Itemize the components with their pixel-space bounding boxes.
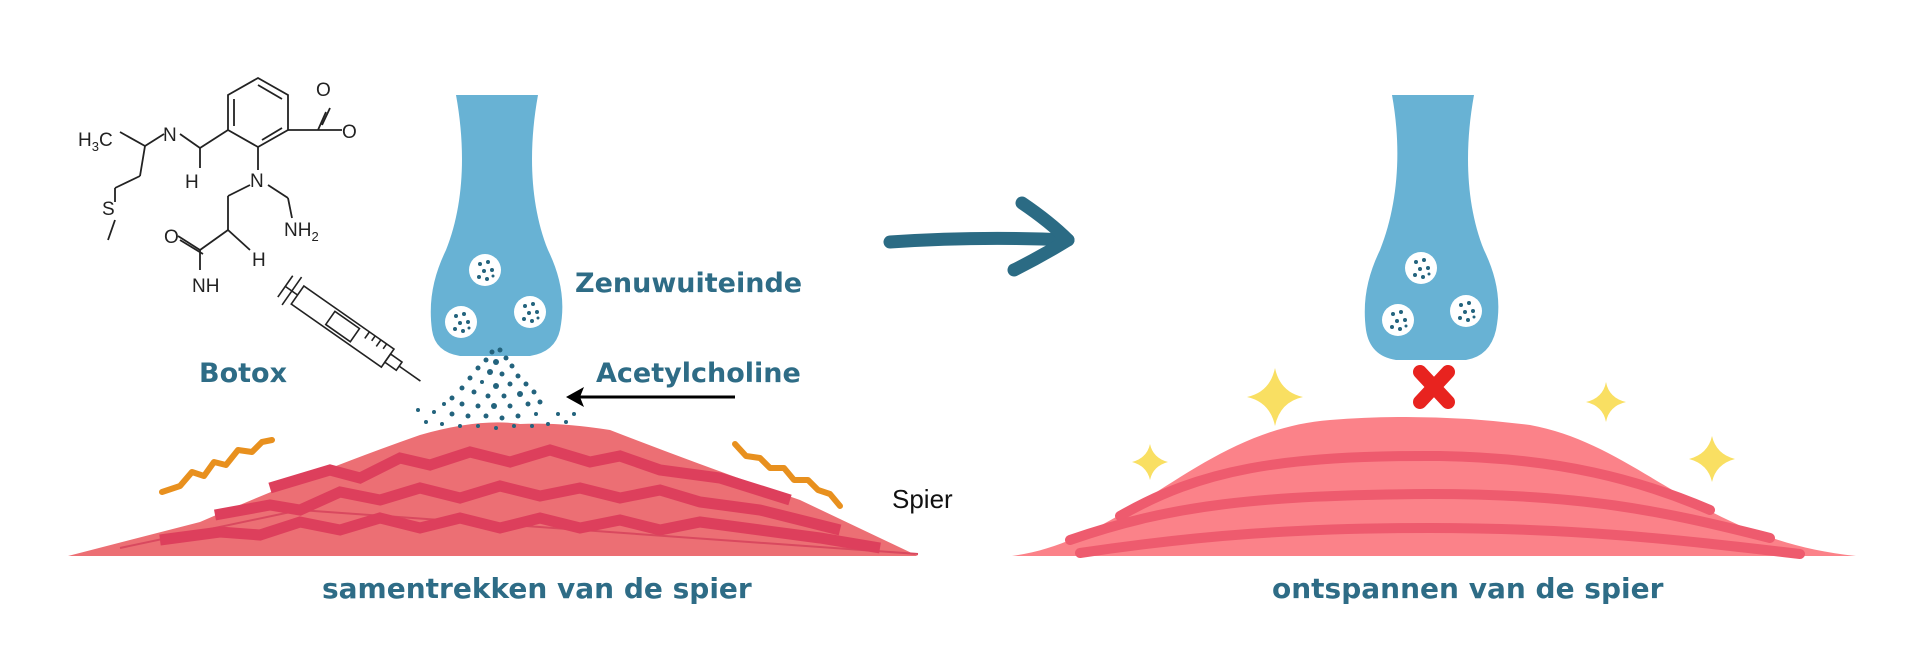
botox-molecule [107, 76, 342, 270]
atom-nh2: NH2 [284, 220, 319, 244]
nerve-ending-right [1364, 95, 1499, 360]
acetylcholine-dots [416, 347, 576, 430]
atom-h-amine: H [185, 172, 199, 193]
caption-contracting: samentrekken van de spier [322, 572, 752, 605]
arrow-right-icon [883, 196, 1075, 277]
nerve-ending-left [430, 95, 563, 356]
atom-o-top: O [316, 80, 331, 101]
atom-h-right: H [252, 250, 266, 271]
atom-o-carbonyl: O [164, 227, 179, 248]
spasm-squiggle-right [732, 441, 843, 509]
syringe-icon [277, 275, 421, 382]
atom-nh-amide: NH [192, 276, 219, 297]
acetylcholine-label: Acetylcholine [596, 358, 801, 389]
spasm-squiggle-left [159, 437, 275, 495]
atom-s: S [102, 199, 115, 220]
contracted-muscle [68, 422, 919, 556]
nerve-ending-label: Zenuwuiteinde [575, 268, 803, 299]
atom-ch3: H3C [78, 130, 113, 154]
relaxed-muscle [1012, 416, 1856, 559]
botox-label: Botox [199, 358, 288, 389]
atom-n-amine: N [163, 125, 177, 146]
molecule-atom-labels: H3C N H S N NH2 O NH H O O [78, 80, 357, 297]
sparkle-icon [1132, 368, 1735, 482]
atom-o-right: O [342, 122, 357, 143]
caption-relaxing: ontspannen van de spier [1272, 572, 1664, 605]
cross-icon [1413, 365, 1455, 409]
atom-n-ring: N [250, 171, 264, 192]
muscle-label: Spier [892, 484, 953, 514]
pointer-arrow-icon [566, 387, 735, 407]
